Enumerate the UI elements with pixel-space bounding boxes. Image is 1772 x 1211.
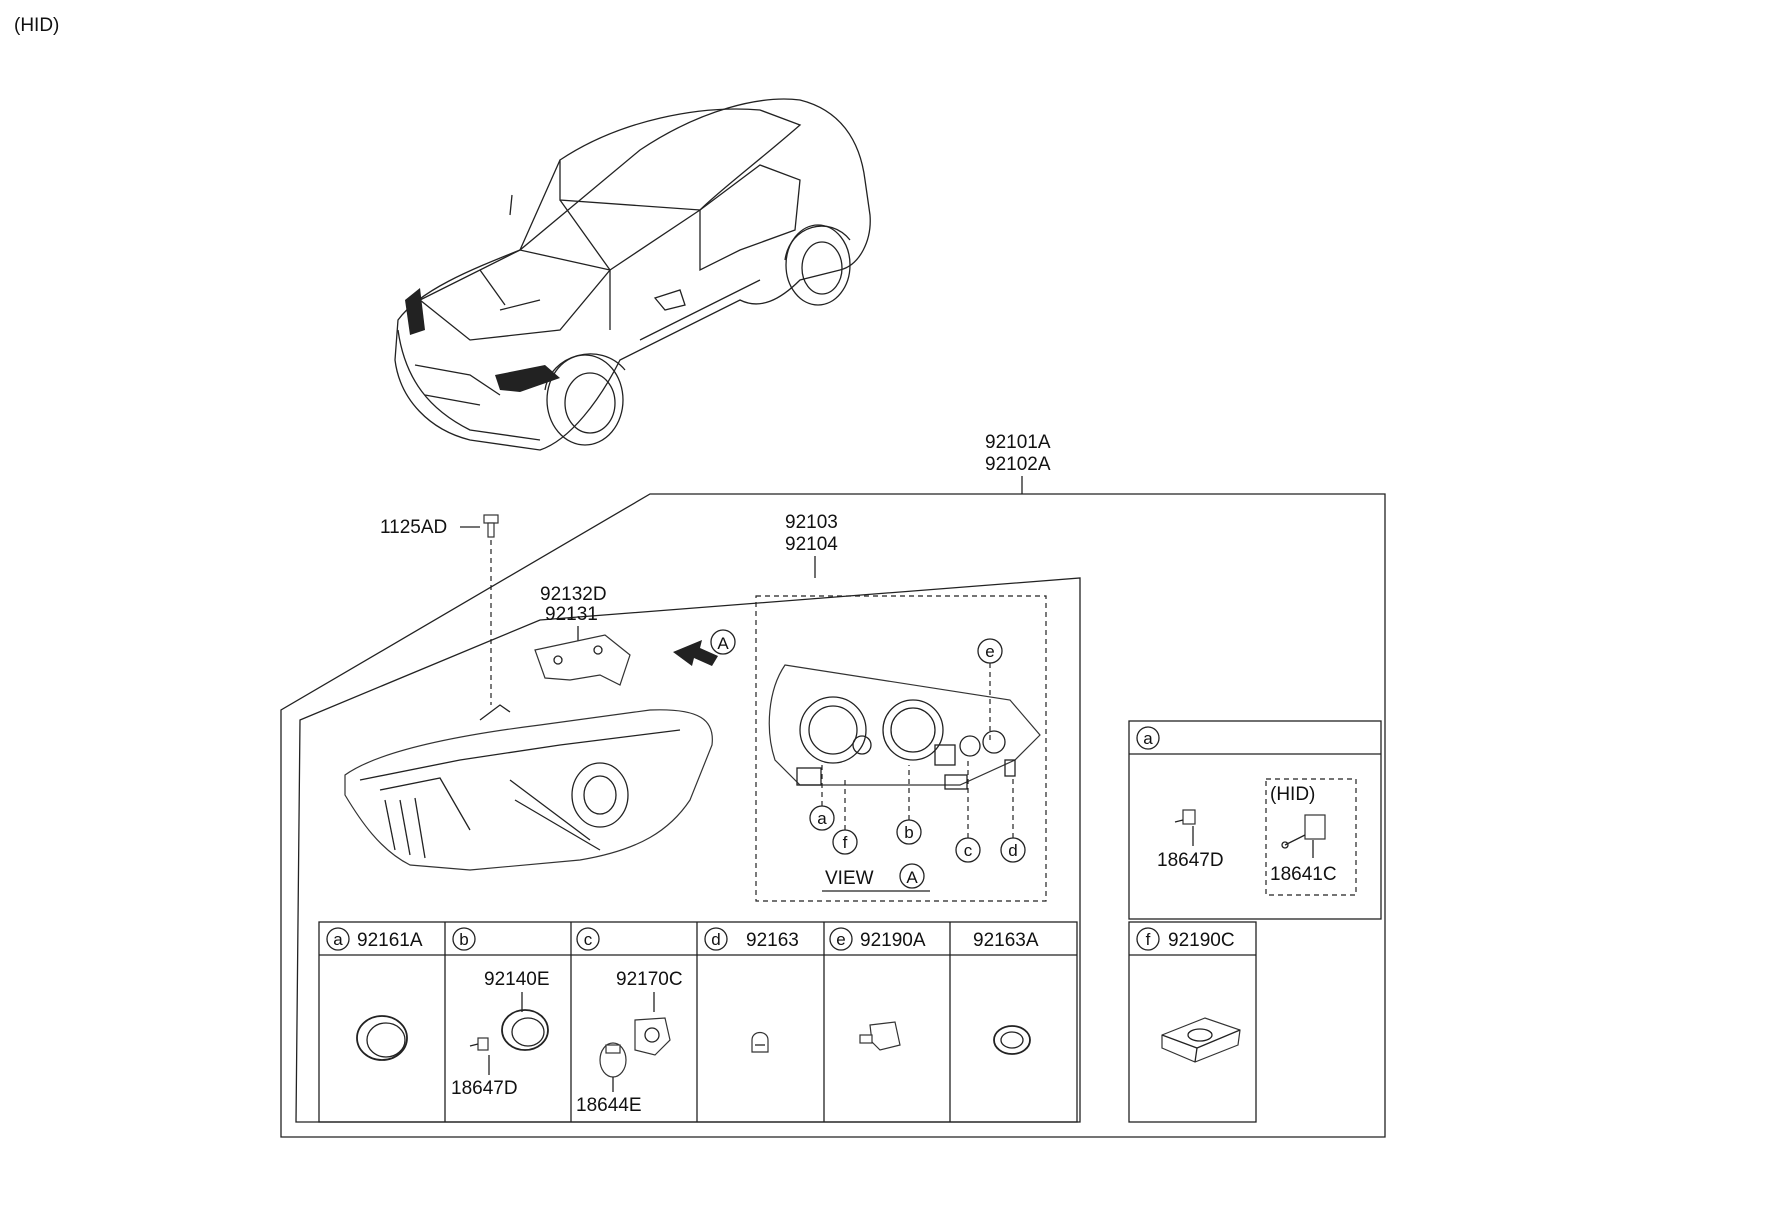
main-part-label-1: 92101A (985, 432, 1051, 453)
view-callout-f: f (843, 833, 848, 852)
view-callout-e: e (985, 642, 994, 661)
bulb-socket-icon-e (859, 1021, 901, 1051)
bolt-label: 1125AD (380, 517, 447, 538)
socket-icon-c (634, 1017, 671, 1056)
table-header-part-6: 92163A (973, 930, 1039, 951)
hid-bulb-icon (1281, 814, 1326, 849)
assembly-outer-frame (280, 493, 1386, 1138)
table-header-part-d: 92163 (746, 930, 799, 951)
view-title: VIEW (825, 868, 874, 889)
headlamp-icon (344, 704, 713, 871)
table-header-letter-c: c (584, 930, 593, 949)
view-title-letter: A (906, 868, 918, 887)
table-header-letter-e: e (836, 930, 845, 949)
car-illustration (394, 98, 871, 451)
box-f-letter: f (1146, 930, 1151, 949)
inner-part-label-2: 92104 (785, 534, 838, 555)
view-a-box (755, 595, 1047, 902)
bulb-icon-c (599, 1042, 627, 1078)
cell-c-bottom-part: 18644E (576, 1095, 642, 1116)
table-header-letter-a: a (333, 930, 343, 949)
headlamp-rear-view-icon (768, 664, 1041, 790)
table-header-letter-b: b (459, 930, 468, 949)
table-header-part-e: 92190A (860, 930, 926, 951)
hid-sub-box (1265, 778, 1357, 896)
view-arrow-letter: A (717, 634, 729, 653)
box-a-left-part: 18647D (1157, 850, 1224, 871)
table-header-part-a: 92161A (357, 930, 423, 951)
cell-b-bottom-part: 18647D (451, 1078, 518, 1099)
cell-c-top-part: 92170C (616, 969, 683, 990)
socket-ring-icon (356, 1015, 408, 1061)
cell-b-top-part: 92140E (484, 969, 550, 990)
bulb-icon-box-a (1174, 809, 1196, 825)
bulb-icon-b (469, 1037, 489, 1051)
box-f-part: 92190C (1168, 930, 1235, 951)
view-callout-a: a (817, 809, 827, 828)
assembly-inner-frame (295, 577, 1081, 1123)
box-a-hid-label: (HID) (1270, 784, 1315, 805)
bracket-label-1: 92132D (540, 584, 607, 605)
socket-ring-icon-b (501, 1009, 549, 1051)
view-callout-c: c (964, 841, 973, 860)
view-callout-b: b (904, 823, 913, 842)
bracket-label-2: 92131 (545, 604, 598, 625)
ballast-icon (1161, 1017, 1241, 1063)
box-a-right-part: 18641C (1270, 864, 1337, 885)
inner-part-label-1: 92103 (785, 512, 838, 533)
main-part-label-2: 92102A (985, 454, 1051, 475)
view-callout-d: d (1008, 841, 1017, 860)
box-a (1128, 720, 1382, 920)
bracket-icon (534, 634, 631, 686)
small-bulb-icon-d (751, 1031, 769, 1053)
box-a-letter: a (1143, 729, 1153, 748)
diagram-title: (HID) (14, 15, 59, 36)
box-f (1128, 921, 1257, 1123)
bolt-icon (483, 514, 499, 538)
view-a-arrow: A (673, 629, 736, 666)
bottom-parts-table (318, 921, 1078, 1123)
ring-icon-6 (993, 1025, 1031, 1055)
table-header-letter-d: d (711, 930, 720, 949)
